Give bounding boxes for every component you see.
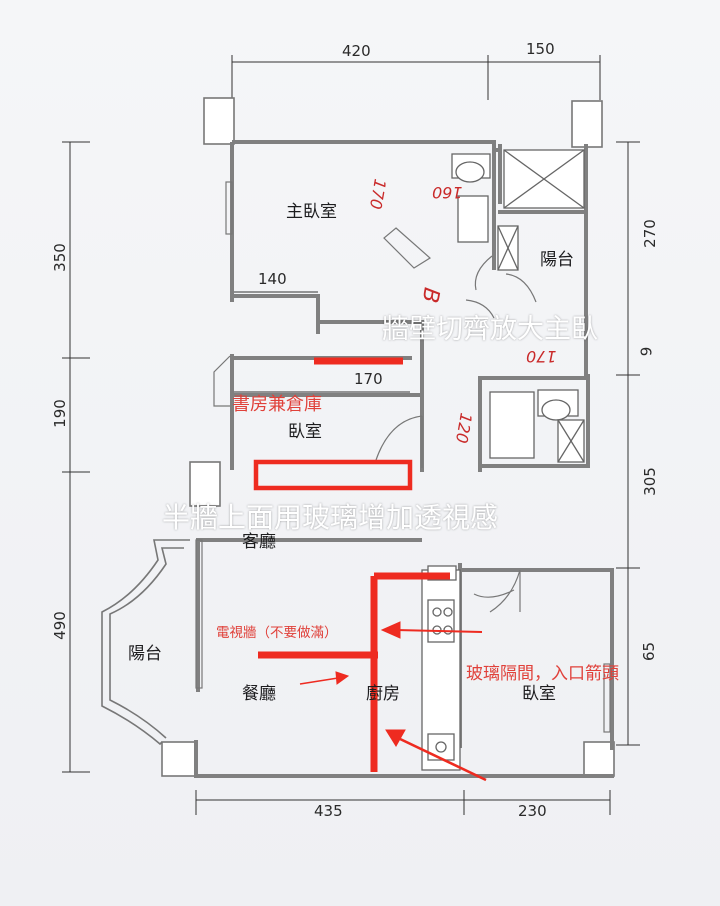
dim-top-2: 150 xyxy=(526,40,555,58)
dim-inner-1: 140 xyxy=(258,270,287,288)
dim-top-1: 420 xyxy=(342,42,371,60)
room-dining: 餐廳 xyxy=(242,684,276,704)
red-markings xyxy=(253,357,450,772)
dim-inner-2: 170 xyxy=(354,370,383,388)
room-master-bedroom: 主臥室 xyxy=(286,202,337,222)
kitchen-fixtures xyxy=(421,565,461,771)
room-bedroom-middle: 臥室 xyxy=(288,422,322,442)
doors xyxy=(213,227,537,613)
dim-right-2: 9 xyxy=(637,346,656,357)
dim-left-1: 350 xyxy=(50,243,69,272)
room-balcony-right: 陽台 xyxy=(540,250,574,270)
dim-bottom-2: 230 xyxy=(518,802,547,820)
handwritten-4: 170 xyxy=(526,347,557,366)
half-wall-glass-box xyxy=(253,459,413,491)
handwritten-2: 160 xyxy=(432,183,463,202)
annotation-half-wall-glass: 半牆上面用玻璃增加透視感 xyxy=(162,501,499,534)
inner-dimension-lines xyxy=(234,291,410,393)
room-bedroom-right: 臥室 xyxy=(522,684,556,704)
annotation-tv-wall: 電視牆（不要做滿） xyxy=(216,625,338,641)
left-balcony-outline xyxy=(101,539,190,746)
dim-left-2: 190 xyxy=(50,399,69,428)
dim-right-1: 270 xyxy=(640,219,659,248)
annotation-glass-partition: 玻璃隔間，入口箭頭 xyxy=(466,664,619,684)
red-arrows xyxy=(299,621,487,782)
room-living: 客廳 xyxy=(242,532,276,552)
structural-columns xyxy=(161,97,615,777)
dim-bottom-1: 435 xyxy=(314,802,343,820)
windows xyxy=(195,181,611,733)
room-balcony-left: 陽台 xyxy=(128,644,162,664)
dim-right-3: 305 xyxy=(640,467,659,496)
annotation-wall-cut: 牆壁切齊放大主臥 xyxy=(382,314,598,345)
dimension-lines xyxy=(62,55,640,815)
handwritten-1: 170 xyxy=(365,177,390,211)
bathroom-fixtures xyxy=(451,149,585,463)
dim-right-4: 65 xyxy=(640,641,659,662)
room-kitchen: 廚房 xyxy=(366,684,400,704)
dim-left-3: 490 xyxy=(50,611,69,640)
annotation-study-storage: 書房兼倉庫 xyxy=(232,394,322,415)
handwritten-5: 120 xyxy=(451,411,476,445)
